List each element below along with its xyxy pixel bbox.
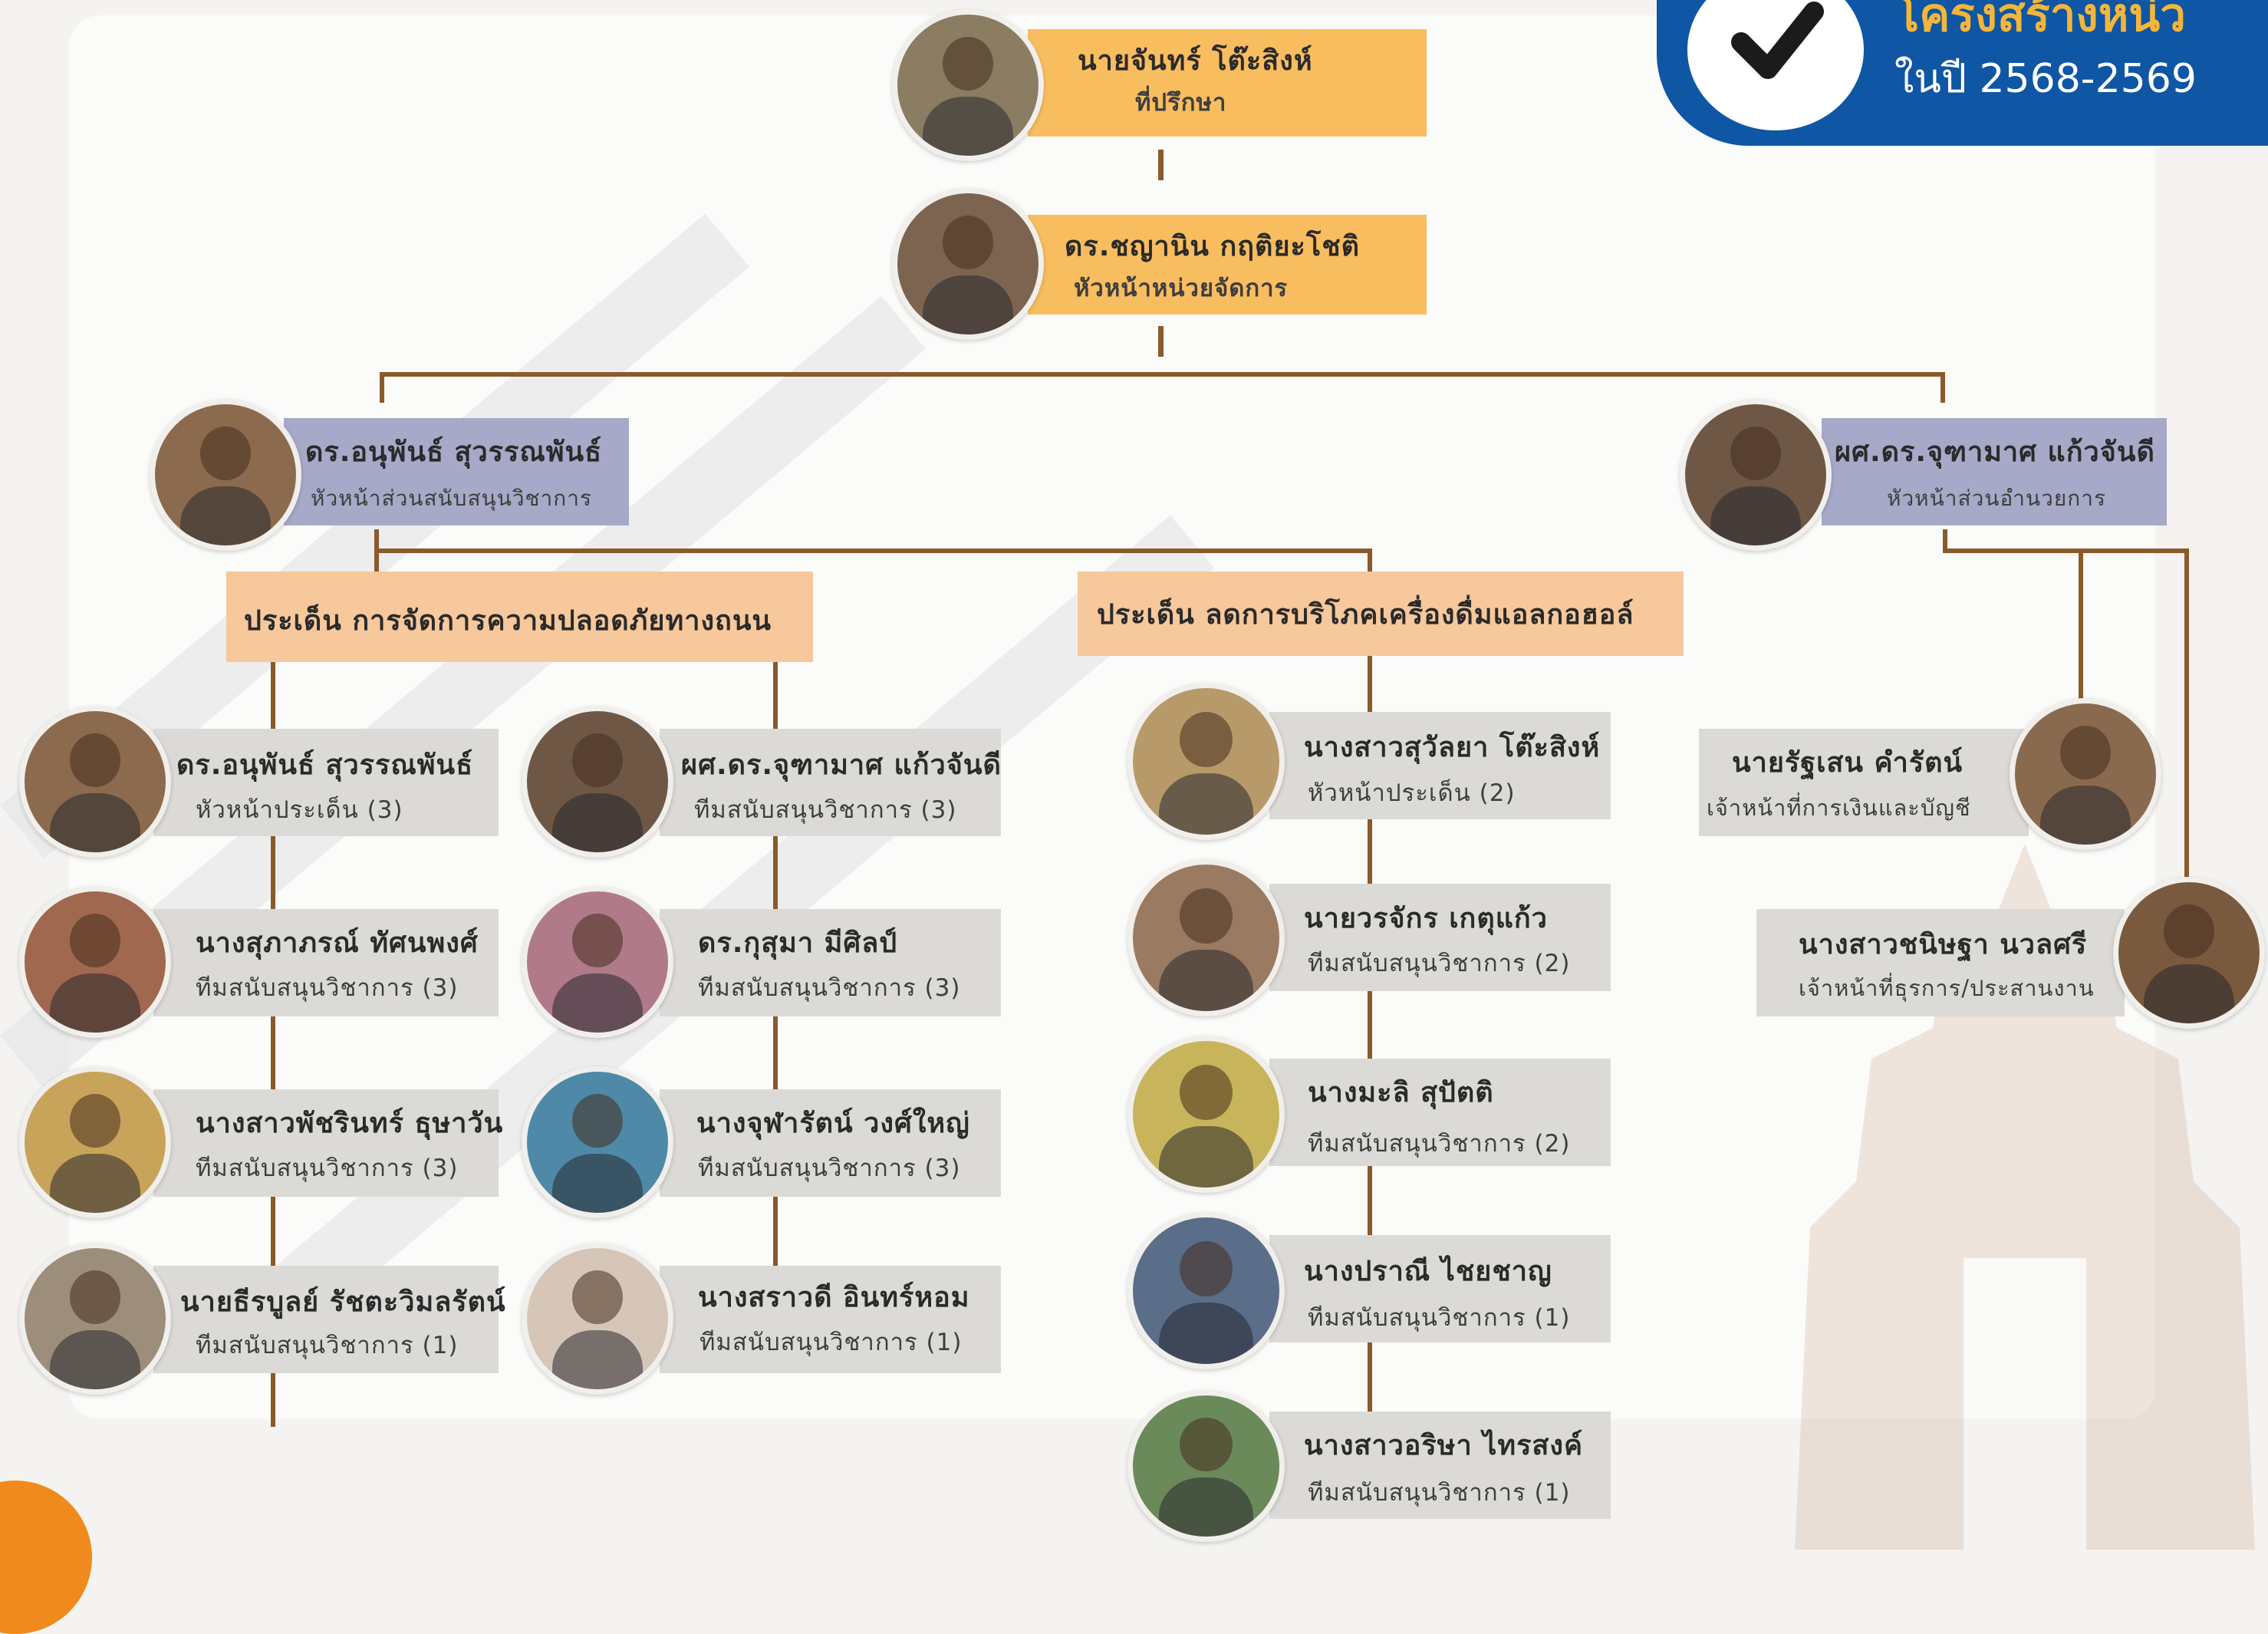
member-card [153,909,499,1016]
member-photo [522,886,673,1038]
member-role: เจ้าหน้าที่การเงินและบัญชี [1707,795,1971,821]
member-photo [2113,877,2265,1029]
member-photo [1127,1212,1285,1369]
member-photo [522,1243,673,1395]
member-card [1269,1059,1611,1166]
manager-card [1028,215,1427,315]
member-name: นางสาวอริษา ไทรสงค์ [1304,1430,1584,1461]
member-photo [1127,1036,1285,1193]
member-card [153,1089,499,1197]
connector-line [374,529,379,579]
connector-line [1158,150,1164,180]
right-head-name: ผศ.ดร.จุฑามาศ แก้วจันดี [1835,437,2155,468]
member-card [1699,729,2029,836]
connector-line [374,549,1371,553]
left-head-photo [150,399,301,551]
banner-title: โครงสร้างหน่ว [1894,0,2186,42]
member-name: นางมะลิ สุปัตติ [1308,1077,1494,1109]
manager-photo [892,188,1044,340]
member-role: ทีมสนับสนุนวิชาการ (3) [698,1155,961,1182]
member-card [660,909,1001,1016]
member-name: ดร.กุสุมา มีศิลป์ [698,927,898,959]
member-card [1269,712,1611,819]
member-name: นางจุฬารัตน์ วงศ์ใหญ่ [696,1108,970,1139]
left-head-card [284,418,629,525]
right-head-photo [1680,399,1832,551]
member-photo [19,1243,171,1395]
member-role: เจ้าหน้าที่ธุรการ/ประสานงาน [1799,975,2095,1001]
right-head-role: หัวหน้าส่วนอำนวยการ [1887,486,2106,511]
connector-line [1943,549,2188,553]
member-name: นายรัฐเสน คำรัตน์ [1732,747,1964,779]
member-name: นายธีรบูลย์ รัชตะวิมลรัตน์ [180,1286,506,1318]
monument-watermark [1795,844,2255,1550]
member-card [660,729,1001,836]
member-photo [2010,698,2161,850]
connector-line [271,660,275,1427]
check-icon [1731,2,1824,79]
member-name: นางสราวดี อินทร์หอม [698,1282,970,1313]
connector-line [2079,549,2083,702]
member-card [1269,884,1611,991]
connector-line [380,372,384,403]
advisor-name: นายจันทร์ โต๊ะสิงห์ [1078,45,1313,77]
connector-line [1940,372,1945,403]
banner-subtitle: ในปี 2568-2569 [1894,56,2197,102]
member-role: หัวหน้าประเด็น (3) [196,796,403,824]
member-card [1756,909,2125,1016]
member-name: นายวรจักร เกตุแก้ว [1304,903,1548,934]
connector-line [1368,549,1372,579]
left-head-role: หัวหน้าส่วนสนับสนุนวิชาการ [311,486,592,511]
connector-line [380,372,1944,377]
member-role: ทีมสนับสนุนวิชาการ (1) [699,1329,963,1356]
member-role: ทีมสนับสนุนวิชาการ (1) [1308,1304,1571,1332]
member-name: นางสาวสุวัลยา โต๊ะสิงห์ [1304,732,1601,763]
topic-road-safety: ประเด็น การจัดการความปลอดภัยทางถนน [244,605,772,637]
member-role: ทีมสนับสนุนวิชาการ (2) [1308,1130,1571,1158]
member-name: ดร.อนุพันธ์ สุวรรณพันธ์ [176,749,474,781]
connector-line [2184,549,2189,917]
advisor-photo [892,9,1044,161]
topic-road-safety-card [226,572,813,662]
right-head-card [1822,418,2167,525]
member-name: ผศ.ดร.จุฑามาศ แก้วจันดี [681,749,1002,781]
member-photo [522,706,673,858]
member-role: ทีมสนับสนุนวิชาการ (3) [196,974,459,1002]
member-photo [19,1066,171,1218]
member-name: นางสาวชนิษฐา นวลศรี [1799,929,2088,960]
member-photo [1127,859,1285,1016]
member-role: ทีมสนับสนุนวิชาการ (1) [196,1332,459,1359]
topic-alcohol: ประเด็น ลดการบริโภคเครื่องดื่มแอลกอฮอล์ [1097,599,1634,631]
member-name: นางสุภาภรณ์ ทัศนพงศ์ [196,927,479,959]
member-photo [19,706,171,858]
member-role: ทีมสนับสนุนวิชาการ (3) [196,1155,459,1182]
manager-role: หัวหน้าหน่วยจัดการ [1074,275,1289,302]
manager-name: ดร.ชญานิน กฤติยะโชติ [1065,231,1361,262]
member-photo [1127,683,1285,840]
check-badge [1687,0,1864,130]
member-card [153,1266,499,1373]
member-card [1269,1412,1611,1519]
member-name: นางปราณี ไชยชาญ [1304,1256,1552,1287]
member-role: ทีมสนับสนุนวิชาการ (2) [1308,950,1571,977]
member-role: หัวหน้าประเด็น (2) [1308,779,1516,807]
advisor-card [1028,29,1427,137]
member-card [1269,1235,1611,1342]
member-role: ทีมสนับสนุนวิชาการ (1) [1308,1479,1571,1507]
member-photo [522,1066,673,1218]
connector-line [1943,529,1947,552]
member-name: นางสาวพัชรินทร์ ธุษาวัน [196,1108,504,1139]
member-photo [19,886,171,1038]
member-card [660,1266,1001,1373]
member-card [660,1089,1001,1197]
member-role: ทีมสนับสนุนวิชาการ (3) [694,796,957,824]
corner-decoration [0,1481,92,1634]
advisor-role: ที่ปรึกษา [1135,89,1227,117]
left-head-name: ดร.อนุพันธ์ สุวรรณพันธ์ [305,437,603,468]
topic-alcohol-card [1078,572,1684,656]
member-role: ทีมสนับสนุนวิชาการ (3) [698,974,961,1002]
member-card [153,729,499,836]
member-photo [1127,1390,1285,1542]
connector-line [1158,326,1164,357]
